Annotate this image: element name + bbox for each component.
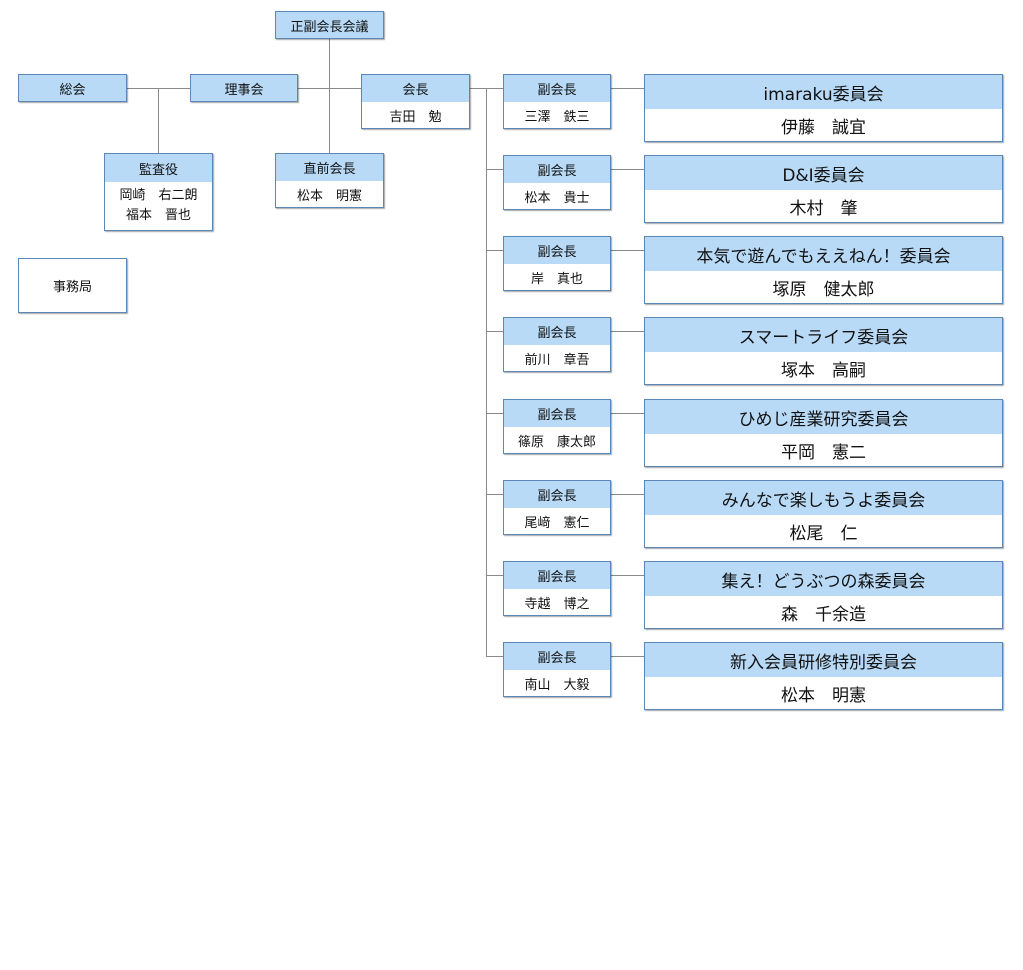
committee-box-2: D&I委員会 木村 肇 <box>644 155 1003 223</box>
vice-box-7: 副会長 寺越 博之 <box>503 561 611 616</box>
kaicho-box: 会長 吉田 勉 <box>361 74 470 129</box>
vice-box-6: 副会長 尾﨑 憲仁 <box>503 480 611 535</box>
chokuzen-kaicho-box: 直前会長 松本 明憲 <box>275 153 384 208</box>
vice-title: 副会長 <box>504 156 610 183</box>
committee-chair: 松本 明憲 <box>781 685 866 706</box>
committee-name: 本気で遊んでもええねん！委員会 <box>645 237 1002 271</box>
vice-title: 副会長 <box>504 237 610 264</box>
committee-chair: 平岡 憲二 <box>781 442 866 463</box>
committee-name: スマートライフ委員会 <box>645 318 1002 352</box>
committee-box-7: 集え！どうぶつの森委員会 森 千余造 <box>644 561 1003 629</box>
sei-fuku-kaicho-kaigi-box: 正副会長会議 <box>275 11 384 39</box>
committee-name: 集え！どうぶつの森委員会 <box>645 562 1002 596</box>
vice-title: 副会長 <box>504 481 610 508</box>
soukai-label: 総会 <box>19 75 126 101</box>
committee-box-8: 新入会員研修特別委員会 松本 明憲 <box>644 642 1003 710</box>
sei-fuku-kaicho-kaigi-label: 正副会長会議 <box>276 12 383 38</box>
committee-chair: 木村 肇 <box>789 198 858 219</box>
vice-title: 副会長 <box>504 75 610 102</box>
chokuzen-kaicho-title: 直前会長 <box>276 154 383 181</box>
committee-box-3: 本気で遊んでもええねん！委員会 塚原 健太郎 <box>644 236 1003 304</box>
kansa-name-2: 福本 晋也 <box>125 208 191 223</box>
jimukyoku-label: 事務局 <box>52 280 92 295</box>
committee-box-5: ひめじ産業研究委員会 平岡 憲二 <box>644 399 1003 467</box>
rijikai-label: 理事会 <box>191 75 297 101</box>
vice-box-5: 副会長 篠原 康太郎 <box>503 399 611 454</box>
vice-name: 松本 貴士 <box>524 190 590 206</box>
committee-box-1: imaraku委員会 伊藤 誠宜 <box>644 74 1003 142</box>
committee-chair: 塚本 高嗣 <box>781 360 866 381</box>
vice-name: 岸 真也 <box>530 271 583 287</box>
committee-name: D&I委員会 <box>645 156 1002 190</box>
vice-name: 三澤 鉄三 <box>524 109 590 125</box>
vice-box-4: 副会長 前川 章吾 <box>503 317 611 372</box>
kaicho-title: 会長 <box>362 75 469 102</box>
vice-title: 副会長 <box>504 643 610 670</box>
vice-name: 尾﨑 憲仁 <box>524 515 590 531</box>
vice-box-8: 副会長 南山 大毅 <box>503 642 611 697</box>
vice-name: 南山 大毅 <box>524 677 590 693</box>
jimukyoku-box: 事務局 <box>18 258 127 313</box>
committee-name: imaraku委員会 <box>645 75 1002 109</box>
committee-chair: 塚原 健太郎 <box>772 279 875 300</box>
kaicho-name: 吉田 勉 <box>389 109 442 125</box>
committee-name: ひめじ産業研究委員会 <box>645 400 1002 434</box>
vice-title: 副会長 <box>504 400 610 427</box>
rijikai-box: 理事会 <box>190 74 298 102</box>
vice-box-2: 副会長 松本 貴士 <box>503 155 611 210</box>
vice-title: 副会長 <box>504 562 610 589</box>
kansa-title: 監査役 <box>105 154 212 182</box>
vice-box-3: 副会長 岸 真也 <box>503 236 611 291</box>
committee-chair: 森 千余造 <box>781 604 866 625</box>
vice-name: 寺越 博之 <box>524 596 590 612</box>
vice-title: 副会長 <box>504 318 610 345</box>
kansa-box: 監査役 岡崎 右二朗 福本 晋也 <box>104 153 213 231</box>
vice-box-1: 副会長 三澤 鉄三 <box>503 74 611 129</box>
vice-name: 前川 章吾 <box>524 352 590 368</box>
vice-name: 篠原 康太郎 <box>517 434 596 450</box>
committee-name: みんなで楽しもうよ委員会 <box>645 481 1002 515</box>
soukai-box: 総会 <box>18 74 127 102</box>
committee-chair: 伊藤 誠宜 <box>781 117 866 138</box>
committee-box-4: スマートライフ委員会 塚本 高嗣 <box>644 317 1003 385</box>
committee-name: 新入会員研修特別委員会 <box>645 643 1002 677</box>
kansa-name-1: 岡崎 右二朗 <box>119 188 198 203</box>
chokuzen-kaicho-name: 松本 明憲 <box>296 188 362 204</box>
committee-box-6: みんなで楽しもうよ委員会 松尾 仁 <box>644 480 1003 548</box>
committee-chair: 松尾 仁 <box>789 523 858 544</box>
